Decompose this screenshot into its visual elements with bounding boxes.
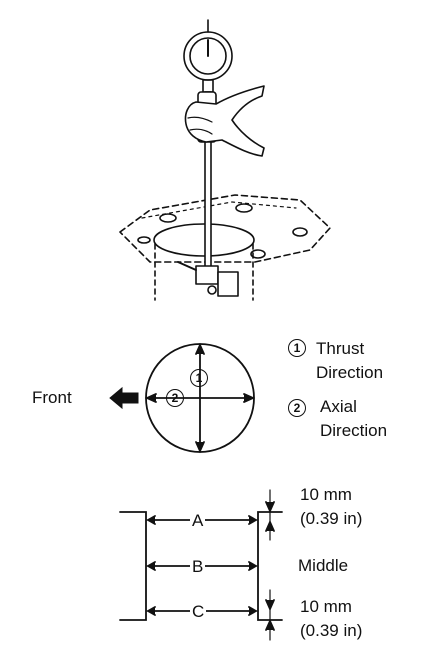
marker-1-in-bore: 1 — [190, 369, 208, 387]
bottom-offset-in: (0.39 in) — [300, 621, 363, 640]
marker-2-in-bore: 2 — [166, 389, 184, 407]
hand-finger-lines — [187, 116, 213, 135]
bore-gauge-illustration — [119, 19, 331, 301]
dial-gauge-inner — [189, 37, 227, 75]
bottom-offset-arrow-up — [265, 618, 275, 631]
legend-2-line2: Direction — [320, 421, 388, 440]
position-b-label: B — [190, 557, 206, 576]
gauge-measuring-head — [195, 265, 219, 285]
position-c-arrow-left — [146, 606, 156, 616]
bolt-hole — [250, 249, 266, 259]
thrust-arrow-top — [195, 342, 205, 355]
bolt-hole — [159, 213, 177, 223]
legend-1-line1: Thrust — [316, 339, 365, 358]
gauge-contact-block — [217, 271, 239, 297]
axial-arrow-left — [144, 393, 157, 403]
bottom-offset-arrow-down — [265, 599, 275, 612]
bottom-offset-mm: 10 mm — [300, 597, 352, 616]
position-a-label: A — [190, 511, 206, 530]
depth-positions-diagram — [119, 489, 283, 641]
position-a-arrow-left — [146, 515, 156, 525]
legend-1-number: 1 — [288, 339, 306, 357]
legend-2-line1: Axial — [320, 397, 357, 416]
axial-arrow-right — [243, 393, 256, 403]
gauge-anvil — [177, 261, 197, 271]
front-arrow-icon — [109, 386, 139, 410]
top-offset-mm: 10 mm — [300, 485, 352, 504]
legend-2-number: 2 — [288, 399, 306, 417]
bolt-hole — [137, 236, 151, 244]
bolt-hole — [235, 203, 253, 213]
cylinder-bore-opening — [153, 223, 255, 257]
top-offset-in: (0.39 in) — [300, 509, 363, 528]
position-b-arrow-left — [146, 561, 156, 571]
position-a-arrow-right — [248, 515, 258, 525]
bolt-hole — [292, 227, 308, 237]
front-label: Front — [32, 388, 72, 407]
thrust-arrow-bottom — [195, 441, 205, 454]
middle-label: Middle — [298, 556, 349, 575]
block-surface-edge — [141, 201, 297, 219]
position-c-arrow-right — [248, 606, 258, 616]
top-offset-arrow-up — [265, 519, 275, 532]
bore-wall-left — [119, 511, 147, 621]
position-b-arrow-right — [248, 561, 258, 571]
top-offset-arrow-down — [265, 501, 275, 514]
dial-gauge-neck — [202, 79, 214, 93]
block-surface-outline — [119, 194, 331, 263]
legend-1-line2: Direction — [316, 363, 384, 382]
position-c-label: C — [190, 602, 207, 621]
hand-outline — [184, 85, 265, 157]
gauge-pivot — [207, 285, 217, 295]
bore-top-view — [144, 342, 256, 454]
